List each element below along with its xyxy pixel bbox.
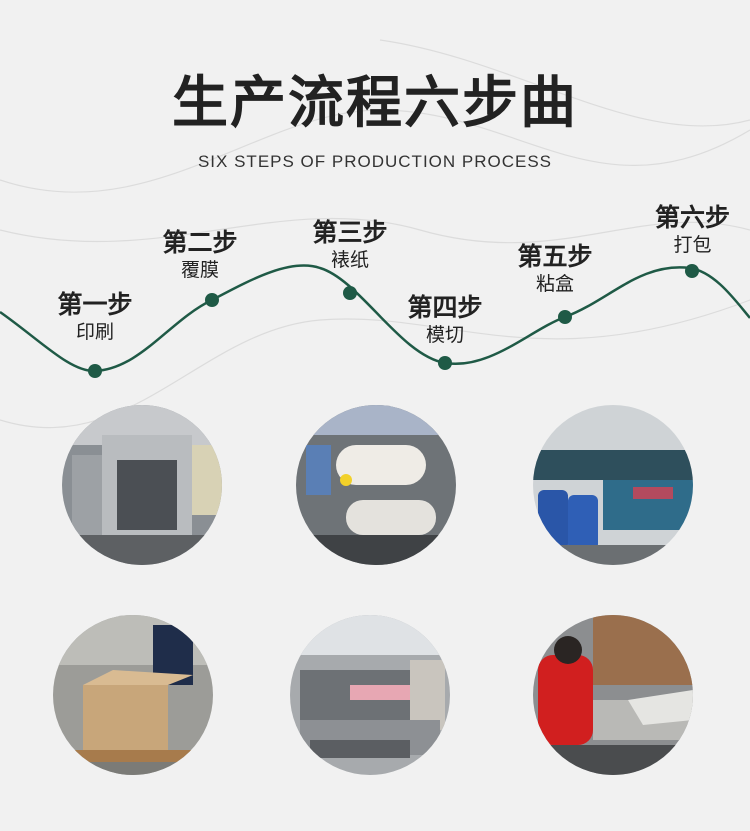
step-6: 第六步 打包 xyxy=(640,203,745,257)
step-1: 第一步 印刷 xyxy=(45,290,145,344)
step-dot-2 xyxy=(205,293,219,307)
photo-laminating-machine xyxy=(296,405,456,565)
step-2-name: 覆膜 xyxy=(180,259,219,281)
step-4: 第四步 模切 xyxy=(395,293,495,347)
photo-die-cutting-machine xyxy=(290,615,450,775)
wave-line xyxy=(0,264,750,373)
step-dot-1 xyxy=(88,364,102,378)
step-6-name: 打包 xyxy=(673,234,712,256)
step-dot-3 xyxy=(343,286,357,300)
step-1-number: 第一步 xyxy=(57,290,133,319)
step-5-number: 第五步 xyxy=(517,242,593,271)
page-title: 生产流程六步曲 xyxy=(172,71,578,136)
step-dot-6 xyxy=(685,264,699,278)
photo-box-gluing xyxy=(533,615,693,775)
step-2-number: 第二步 xyxy=(162,228,238,257)
step-3-name: 裱纸 xyxy=(330,249,369,271)
step-5-name: 粘盒 xyxy=(535,273,574,295)
step-dot-4 xyxy=(438,356,452,370)
step-3-number: 第三步 xyxy=(312,218,388,247)
step-3: 第三步 裱纸 xyxy=(300,218,400,272)
step-4-number: 第四步 xyxy=(407,293,483,322)
photo-mounting-machine xyxy=(533,405,693,565)
step-4-name: 模切 xyxy=(425,324,464,346)
step-1-name: 印刷 xyxy=(75,321,114,343)
step-5: 第五步 粘盒 xyxy=(505,242,605,296)
photo-printing-machine xyxy=(62,405,222,565)
step-6-number: 第六步 xyxy=(654,203,730,232)
photo-packing-boxes xyxy=(53,615,213,775)
page-subtitle: SIX STEPS OF PRODUCTION PROCESS xyxy=(197,152,553,171)
step-dot-5 xyxy=(558,310,572,324)
step-2: 第二步 覆膜 xyxy=(150,228,250,282)
